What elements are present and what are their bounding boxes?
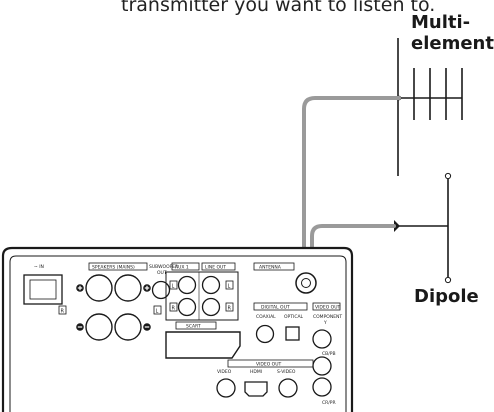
aux-label: AUX 1: [175, 265, 189, 271]
aux-line-out-block: [165, 271, 239, 321]
dipole-antenna-label: Dipole: [414, 286, 479, 307]
subwoofer-out-jack: [151, 280, 171, 300]
antenna-label: ANTENNA: [259, 265, 282, 271]
s-video-label: S-VIDEO: [277, 369, 296, 375]
rca-jacks: [177, 275, 221, 317]
cb-pb-label: CB/PB: [322, 351, 336, 357]
optical-port: [285, 326, 300, 341]
line-out-l-label: L: [228, 284, 231, 290]
speakers-label-box: [88, 262, 148, 271]
line-out-label: LINE OUT: [205, 265, 226, 271]
s-video-jack: [278, 378, 298, 398]
dipole-antenna: [394, 172, 452, 284]
multi-element-cable: [302, 96, 401, 254]
hdmi-port: [244, 381, 268, 397]
scart-connector: [165, 331, 241, 359]
subwoofer-out-label-1: SUBWOOFER: [149, 264, 178, 270]
optical-label: OPTICAL: [284, 314, 304, 320]
composite-video-jack: [216, 378, 236, 398]
ac-in-label: ~ IN: [34, 264, 44, 270]
aux-l-label: L: [172, 284, 175, 290]
line-out-r-label: R: [228, 306, 232, 312]
multi-element-antenna-label: Multi- element: [411, 12, 494, 54]
y-label: Y: [323, 320, 327, 326]
intro-text: transmitter you want to listen to.: [121, 0, 436, 16]
hdmi-label: HDMI: [250, 369, 262, 375]
speaker-terminals: [85, 274, 142, 341]
scart-label: SCART: [186, 324, 201, 330]
speaker-r-label: R: [61, 309, 65, 315]
digital-out-label: DIGITAL OUT: [261, 305, 290, 311]
speaker-l-label: L: [156, 309, 159, 315]
component-cr-jack: [312, 377, 332, 397]
component-cb-jack: [312, 356, 332, 376]
video-out-label: VIDEO OUT: [256, 362, 282, 368]
component-y-jack: [312, 329, 332, 349]
dipole-cable: [310, 224, 396, 254]
aux-r-label: R: [172, 306, 176, 312]
component-label: COMPONENT: [313, 314, 342, 320]
antenna-cables: [302, 96, 401, 254]
coaxial-jack: [255, 324, 275, 344]
video-label: VIDEO: [217, 369, 232, 375]
subwoofer-out-label-2: OUT: [157, 270, 167, 276]
video-out-top-label: VIDEO OUT: [315, 305, 341, 311]
coaxial-label: COAXIAL: [256, 314, 276, 320]
antenna-jack[interactable]: [295, 272, 317, 294]
cr-pr-label: CR/PR: [322, 400, 336, 406]
multi-element-label-line1: Multi-: [411, 12, 471, 33]
receiver-back-panel: [1, 246, 354, 412]
multi-element-antenna: [383, 38, 463, 176]
speakers-label: SPEAKERS (MAINS): [92, 265, 135, 271]
multi-element-label-line2: element: [411, 33, 494, 54]
